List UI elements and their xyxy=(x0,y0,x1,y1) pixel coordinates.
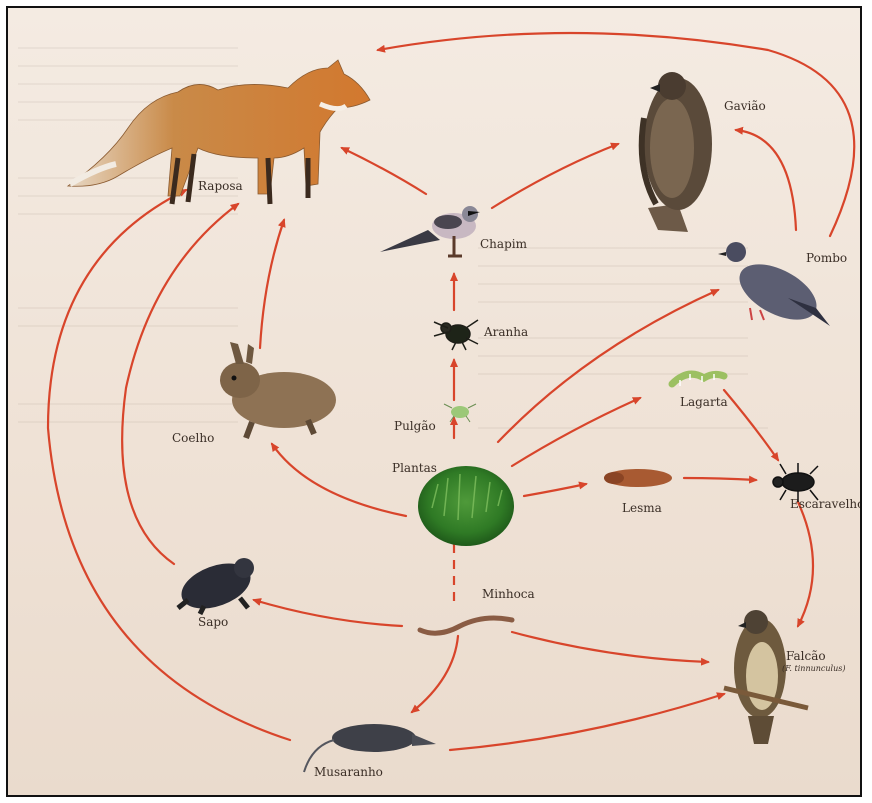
food-web-diagram xyxy=(8,8,862,797)
label-escaravelho: Escaravelho xyxy=(790,498,862,510)
arrow-musaranho-falcao xyxy=(450,694,724,750)
label-lesma: Lesma xyxy=(622,502,662,514)
label-falcao-species: (F. tinnunculus) xyxy=(782,664,845,673)
label-aranha: Aranha xyxy=(484,326,528,338)
label-musaranho: Musaranho xyxy=(314,766,383,778)
label-sapo: Sapo xyxy=(198,616,228,628)
label-lagarta: Lagarta xyxy=(680,396,728,408)
label-raposa: Raposa xyxy=(198,180,243,192)
gaviao-image xyxy=(642,72,712,232)
label-minhoca: Minhoca xyxy=(482,588,535,600)
arrow-plantas-coelho xyxy=(272,444,406,516)
lesma-image xyxy=(604,469,672,487)
arrow-plantas-lagarta xyxy=(512,398,640,466)
label-chapim: Chapim xyxy=(480,238,527,250)
arrow-coelho-raposa xyxy=(260,220,284,348)
chapim-image xyxy=(380,206,480,256)
arrow-lesma-escaravelho xyxy=(684,478,756,480)
arrow-lagarta-escaravelho xyxy=(724,390,778,460)
label-plantas: Plantas xyxy=(392,462,437,474)
aranha-image xyxy=(434,320,478,350)
label-pombo: Pombo xyxy=(806,252,847,264)
arrow-plantas-lesma xyxy=(524,484,586,496)
arrow-minhoca-falcao xyxy=(512,632,708,662)
falcao-image xyxy=(724,610,808,744)
arrow-chapim-gaviao xyxy=(492,144,618,208)
label-pulgao: Pulgão xyxy=(394,420,436,432)
arrow-minhoca-sapo xyxy=(254,600,402,626)
arrow-minhoca-musaranho xyxy=(412,636,458,712)
food-web-figure: Raposa Gavião Chapim Pombo Aranha Coelho… xyxy=(6,6,862,797)
label-gaviao: Gavião xyxy=(724,100,766,112)
sapo-image xyxy=(175,555,256,617)
label-coelho: Coelho xyxy=(172,432,214,444)
coelho-image xyxy=(220,342,336,438)
pulgao-image xyxy=(444,404,476,422)
arrow-escaravelho-falcao xyxy=(798,502,813,626)
arrow-musaranho-raposa xyxy=(48,190,290,740)
lagarta-image xyxy=(672,374,724,386)
arrow-plantas-pombo xyxy=(498,290,718,442)
plantas-image xyxy=(418,466,514,546)
label-falcao: Falcão xyxy=(786,650,826,662)
arrow-pombo-raposa xyxy=(378,33,854,236)
minhoca-image xyxy=(420,618,512,633)
arrow-pombo-gaviao xyxy=(736,130,796,230)
arrow-chapim-raposa xyxy=(342,148,426,194)
